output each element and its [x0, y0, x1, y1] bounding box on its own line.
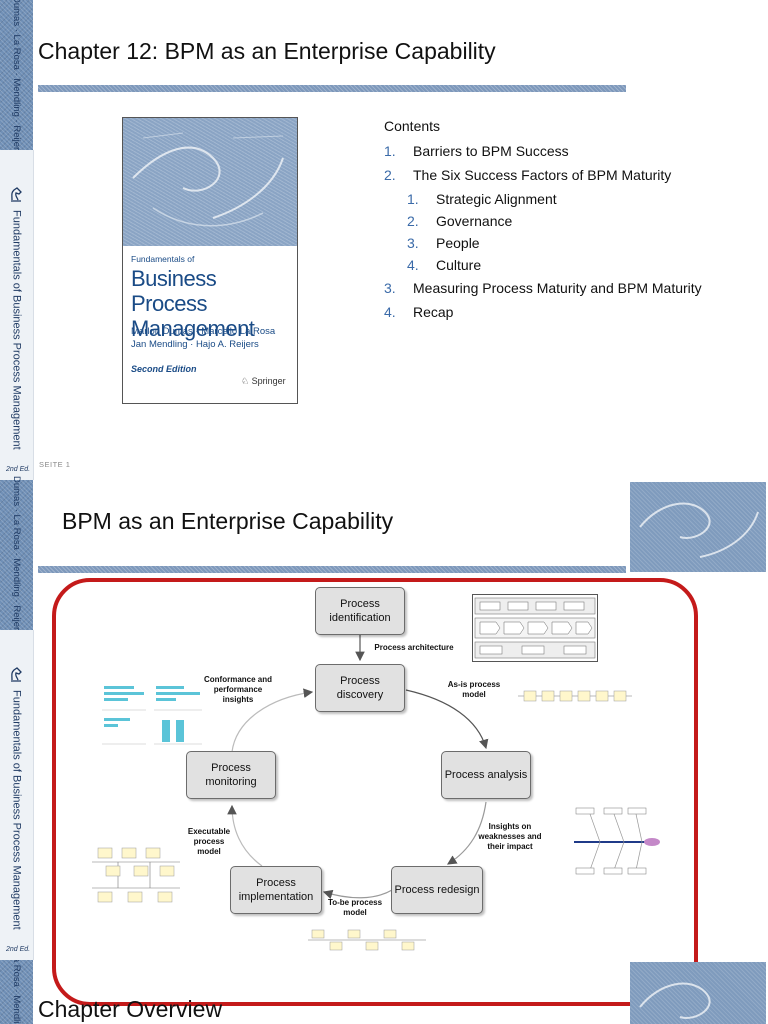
arrow-analysis-redesign [446, 801, 487, 865]
label-executable-model: Executable process model [187, 827, 231, 856]
contents-heading: Contents [384, 118, 441, 134]
as-is-model-thumbnail [518, 690, 632, 702]
node-process-monitoring[interactable]: Process monitoring [186, 751, 276, 799]
executable-model-thumbnail [92, 847, 180, 903]
drawing-hands-image [132, 132, 284, 227]
bpm-lifecycle-frame [52, 578, 698, 1006]
title-underline [38, 85, 626, 92]
arrow-monitoring-discovery [231, 688, 314, 753]
node-process-implementation[interactable]: Process implementation [230, 866, 322, 914]
book-cover-artwork [123, 118, 297, 246]
sidebar-authors-panel [0, 0, 33, 150]
book-cover: Fundamentals of Business Process Managem… [122, 117, 298, 404]
sidebar-book-title: Fundamentals of Business Process Managem… [10, 690, 23, 930]
arrow-redesign-implementation [322, 889, 393, 900]
arrow-discovery-analysis [405, 689, 489, 750]
book-publisher: Springer [251, 376, 286, 386]
book-thumbnail-image [630, 482, 766, 572]
toc-item[interactable]: 4.Recap [384, 304, 454, 320]
toc-item[interactable]: 1.Barriers to BPM Success [384, 143, 569, 159]
sidebar-authors-panel [0, 480, 33, 630]
toc-item[interactable]: 2.The Six Success Factors of BPM Maturit… [384, 167, 672, 183]
knight-logo-icon [11, 187, 22, 202]
page-number: SEITE 1 [39, 460, 71, 469]
toc-subitem[interactable]: 3.People [407, 235, 480, 251]
toc-subitem[interactable]: 1.Strategic Alignment [407, 191, 557, 207]
slide-title: BPM as an Enterprise Capability [62, 508, 394, 534]
sidebar-authors: Dumas · La Rosa · Mendling · Reijers [11, 475, 22, 635]
knight-logo-icon [11, 667, 22, 682]
toc-item[interactable]: 3.Measuring Process Maturity and BPM Mat… [384, 280, 702, 296]
book-series: Fundamentals of [131, 254, 195, 264]
book-edition: Second Edition [131, 364, 197, 374]
book-title-line2: Management [131, 316, 255, 341]
label-as-is-model: As-is process model [447, 680, 501, 699]
book-authors-line1: Marlon Dumas · Marcello La Rosa [131, 326, 276, 337]
to-be-model-thumbnail [308, 929, 426, 951]
node-process-analysis[interactable]: Process analysis [441, 751, 531, 799]
book-authors-line2: Jan Mendling · Hajo A. Reijers [131, 339, 259, 350]
sidebar-book-title: Fundamentals of Business Process Managem… [10, 210, 23, 450]
toc-subitem[interactable]: 4.Culture [407, 257, 482, 273]
book-title-line1: Business Process [131, 266, 217, 316]
toc-subitem[interactable]: 2.Governance [407, 213, 513, 229]
book-thumbnail-image [630, 962, 766, 1024]
sidebar-edition: 2nd Ed. [6, 466, 31, 473]
arrow-implementation-monitoring [227, 804, 263, 867]
sidebar-title-panel [0, 150, 34, 480]
sidebar-authors: Dumas · La Rosa · Mendling · Reijers [11, 960, 22, 1024]
node-process-identification[interactable]: Process identification [315, 587, 405, 635]
slide-title: Chapter 12: BPM as an Enterprise Capabil… [38, 38, 496, 64]
label-conformance-insights: Conformance and performance insights [203, 675, 272, 704]
process-architecture-thumbnail [472, 594, 598, 662]
node-process-discovery[interactable]: Process discovery [315, 664, 405, 712]
sidebar-edition: 2nd Ed. [6, 946, 31, 953]
springer-logo-icon: ♘ [241, 376, 252, 386]
sidebar-title-panel [0, 630, 34, 960]
slide-title: Chapter Overview [38, 996, 223, 1022]
label-to-be-model: To-be process model [327, 898, 383, 917]
label-insights-weaknesses: Insights on weaknesses and their impact [478, 822, 542, 851]
sidebar-authors: Dumas · La Rosa · Mendling · Reijers [11, 0, 22, 155]
sidebar-authors-panel [0, 960, 33, 1024]
fishbone-diagram-thumbnail [574, 807, 660, 875]
label-process-architecture: Process architecture [374, 643, 454, 652]
monitoring-dashboard-thumbnail [102, 686, 202, 745]
node-process-redesign[interactable]: Process redesign [391, 866, 483, 914]
title-underline [38, 566, 626, 573]
